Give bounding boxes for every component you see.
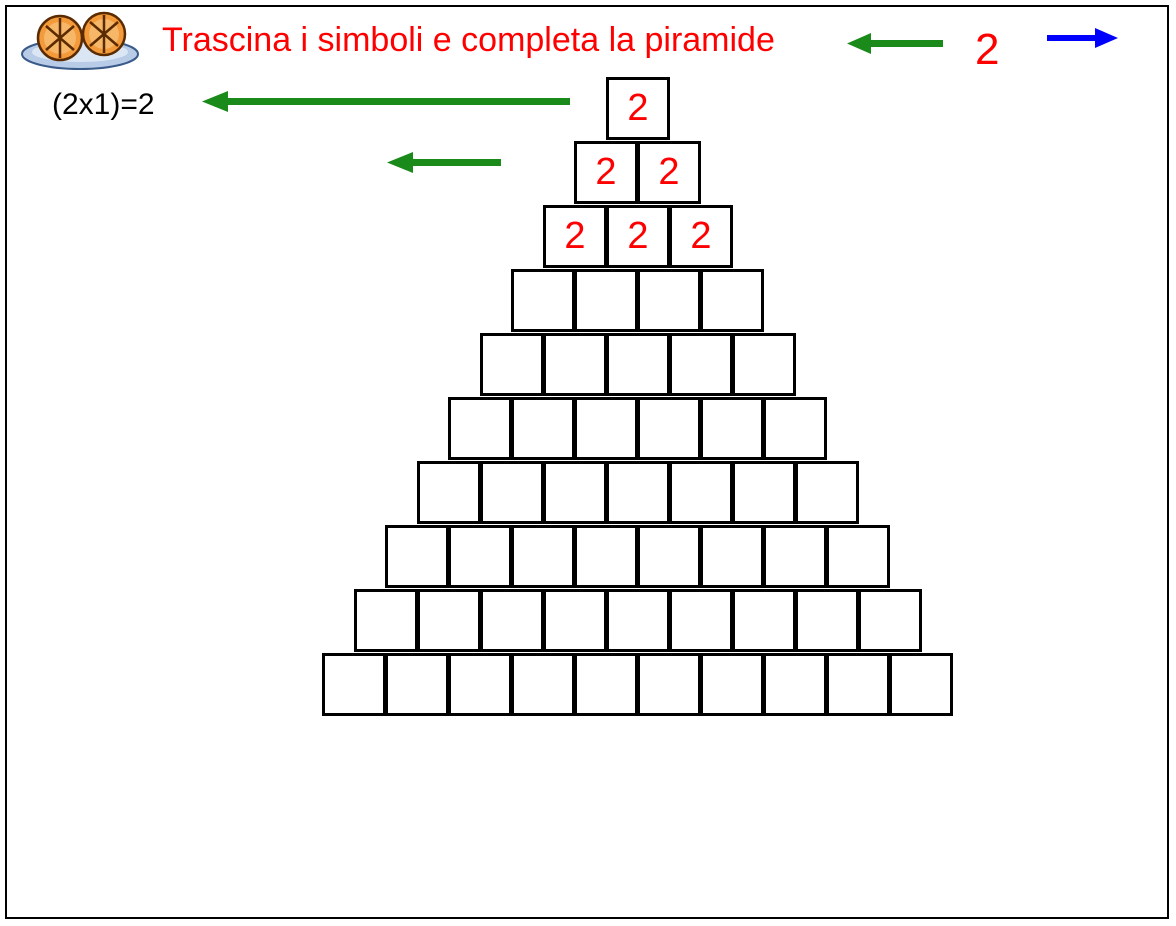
pyramid-cell[interactable]: [543, 333, 607, 396]
pyramid-cell[interactable]: [826, 653, 890, 716]
pyramid-cell[interactable]: 2: [669, 205, 733, 268]
pyramid-cell[interactable]: 2: [606, 77, 670, 140]
pyramid-cell[interactable]: [669, 461, 733, 524]
pyramid-cell[interactable]: [858, 589, 922, 652]
pyramid-cell[interactable]: [700, 653, 764, 716]
pyramid-cell[interactable]: [543, 461, 607, 524]
pyramid-cell[interactable]: [637, 653, 701, 716]
pyramid-cell[interactable]: [700, 525, 764, 588]
row-hint-arrow-icon: [387, 152, 501, 173]
pyramid-cell[interactable]: [574, 653, 638, 716]
pyramid-cell[interactable]: [417, 589, 481, 652]
pyramid-cell[interactable]: [606, 589, 670, 652]
pyramid-cell[interactable]: 2: [574, 141, 638, 204]
pyramid-cell[interactable]: [732, 589, 796, 652]
pyramid-cell[interactable]: [700, 397, 764, 460]
pyramid-cell[interactable]: [732, 461, 796, 524]
pyramid-cell[interactable]: [637, 269, 701, 332]
pyramid-cell[interactable]: [322, 653, 386, 716]
back-arrow-icon[interactable]: [845, 31, 945, 55]
pyramid-cell[interactable]: [543, 589, 607, 652]
pyramid-cell[interactable]: [637, 397, 701, 460]
orange-slices-plate-icon: [21, 11, 139, 70]
pyramid-cell[interactable]: [669, 333, 733, 396]
pyramid-cell[interactable]: [763, 397, 827, 460]
pyramid-cell[interactable]: 2: [543, 205, 607, 268]
pyramid-cell[interactable]: [763, 653, 827, 716]
pyramid-cell[interactable]: [574, 525, 638, 588]
pyramid-cell[interactable]: [574, 397, 638, 460]
pyramid-cell[interactable]: [637, 525, 701, 588]
pyramid-cell[interactable]: [511, 397, 575, 460]
pyramid-cell[interactable]: [795, 589, 859, 652]
pyramid-cell[interactable]: [795, 461, 859, 524]
pyramid-cell[interactable]: [448, 653, 512, 716]
pyramid-cell[interactable]: 2: [637, 141, 701, 204]
pyramid-cell[interactable]: [574, 269, 638, 332]
pyramid-cell[interactable]: [826, 525, 890, 588]
pyramid-cell[interactable]: [480, 461, 544, 524]
formula-text: (2x1)=2: [52, 88, 155, 121]
pyramid-cell[interactable]: [511, 525, 575, 588]
pyramid-cell[interactable]: [354, 589, 418, 652]
pyramid-cell[interactable]: [606, 461, 670, 524]
pyramid-cell[interactable]: [448, 397, 512, 460]
pyramid-cell[interactable]: 2: [606, 205, 670, 268]
pyramid-cell[interactable]: [763, 525, 827, 588]
pyramid-cell[interactable]: [480, 589, 544, 652]
pyramid-cell[interactable]: [480, 333, 544, 396]
page-number: 2: [975, 25, 1000, 74]
pyramid-cell[interactable]: [889, 653, 953, 716]
pyramid-cell[interactable]: [448, 525, 512, 588]
pyramid-cell[interactable]: [511, 653, 575, 716]
pyramid-cell[interactable]: [732, 333, 796, 396]
next-arrow-icon[interactable]: [1045, 26, 1120, 50]
pyramid-cell[interactable]: [385, 653, 449, 716]
pyramid-cell[interactable]: [385, 525, 449, 588]
formula-arrow-icon: [202, 91, 570, 112]
pyramid-cell[interactable]: [700, 269, 764, 332]
pyramid-cell[interactable]: [669, 589, 733, 652]
pyramid-cell[interactable]: [511, 269, 575, 332]
pyramid-cell[interactable]: [606, 333, 670, 396]
pyramid-cell[interactable]: [417, 461, 481, 524]
instruction-text: Trascina i simboli e completa la piramid…: [162, 21, 775, 59]
